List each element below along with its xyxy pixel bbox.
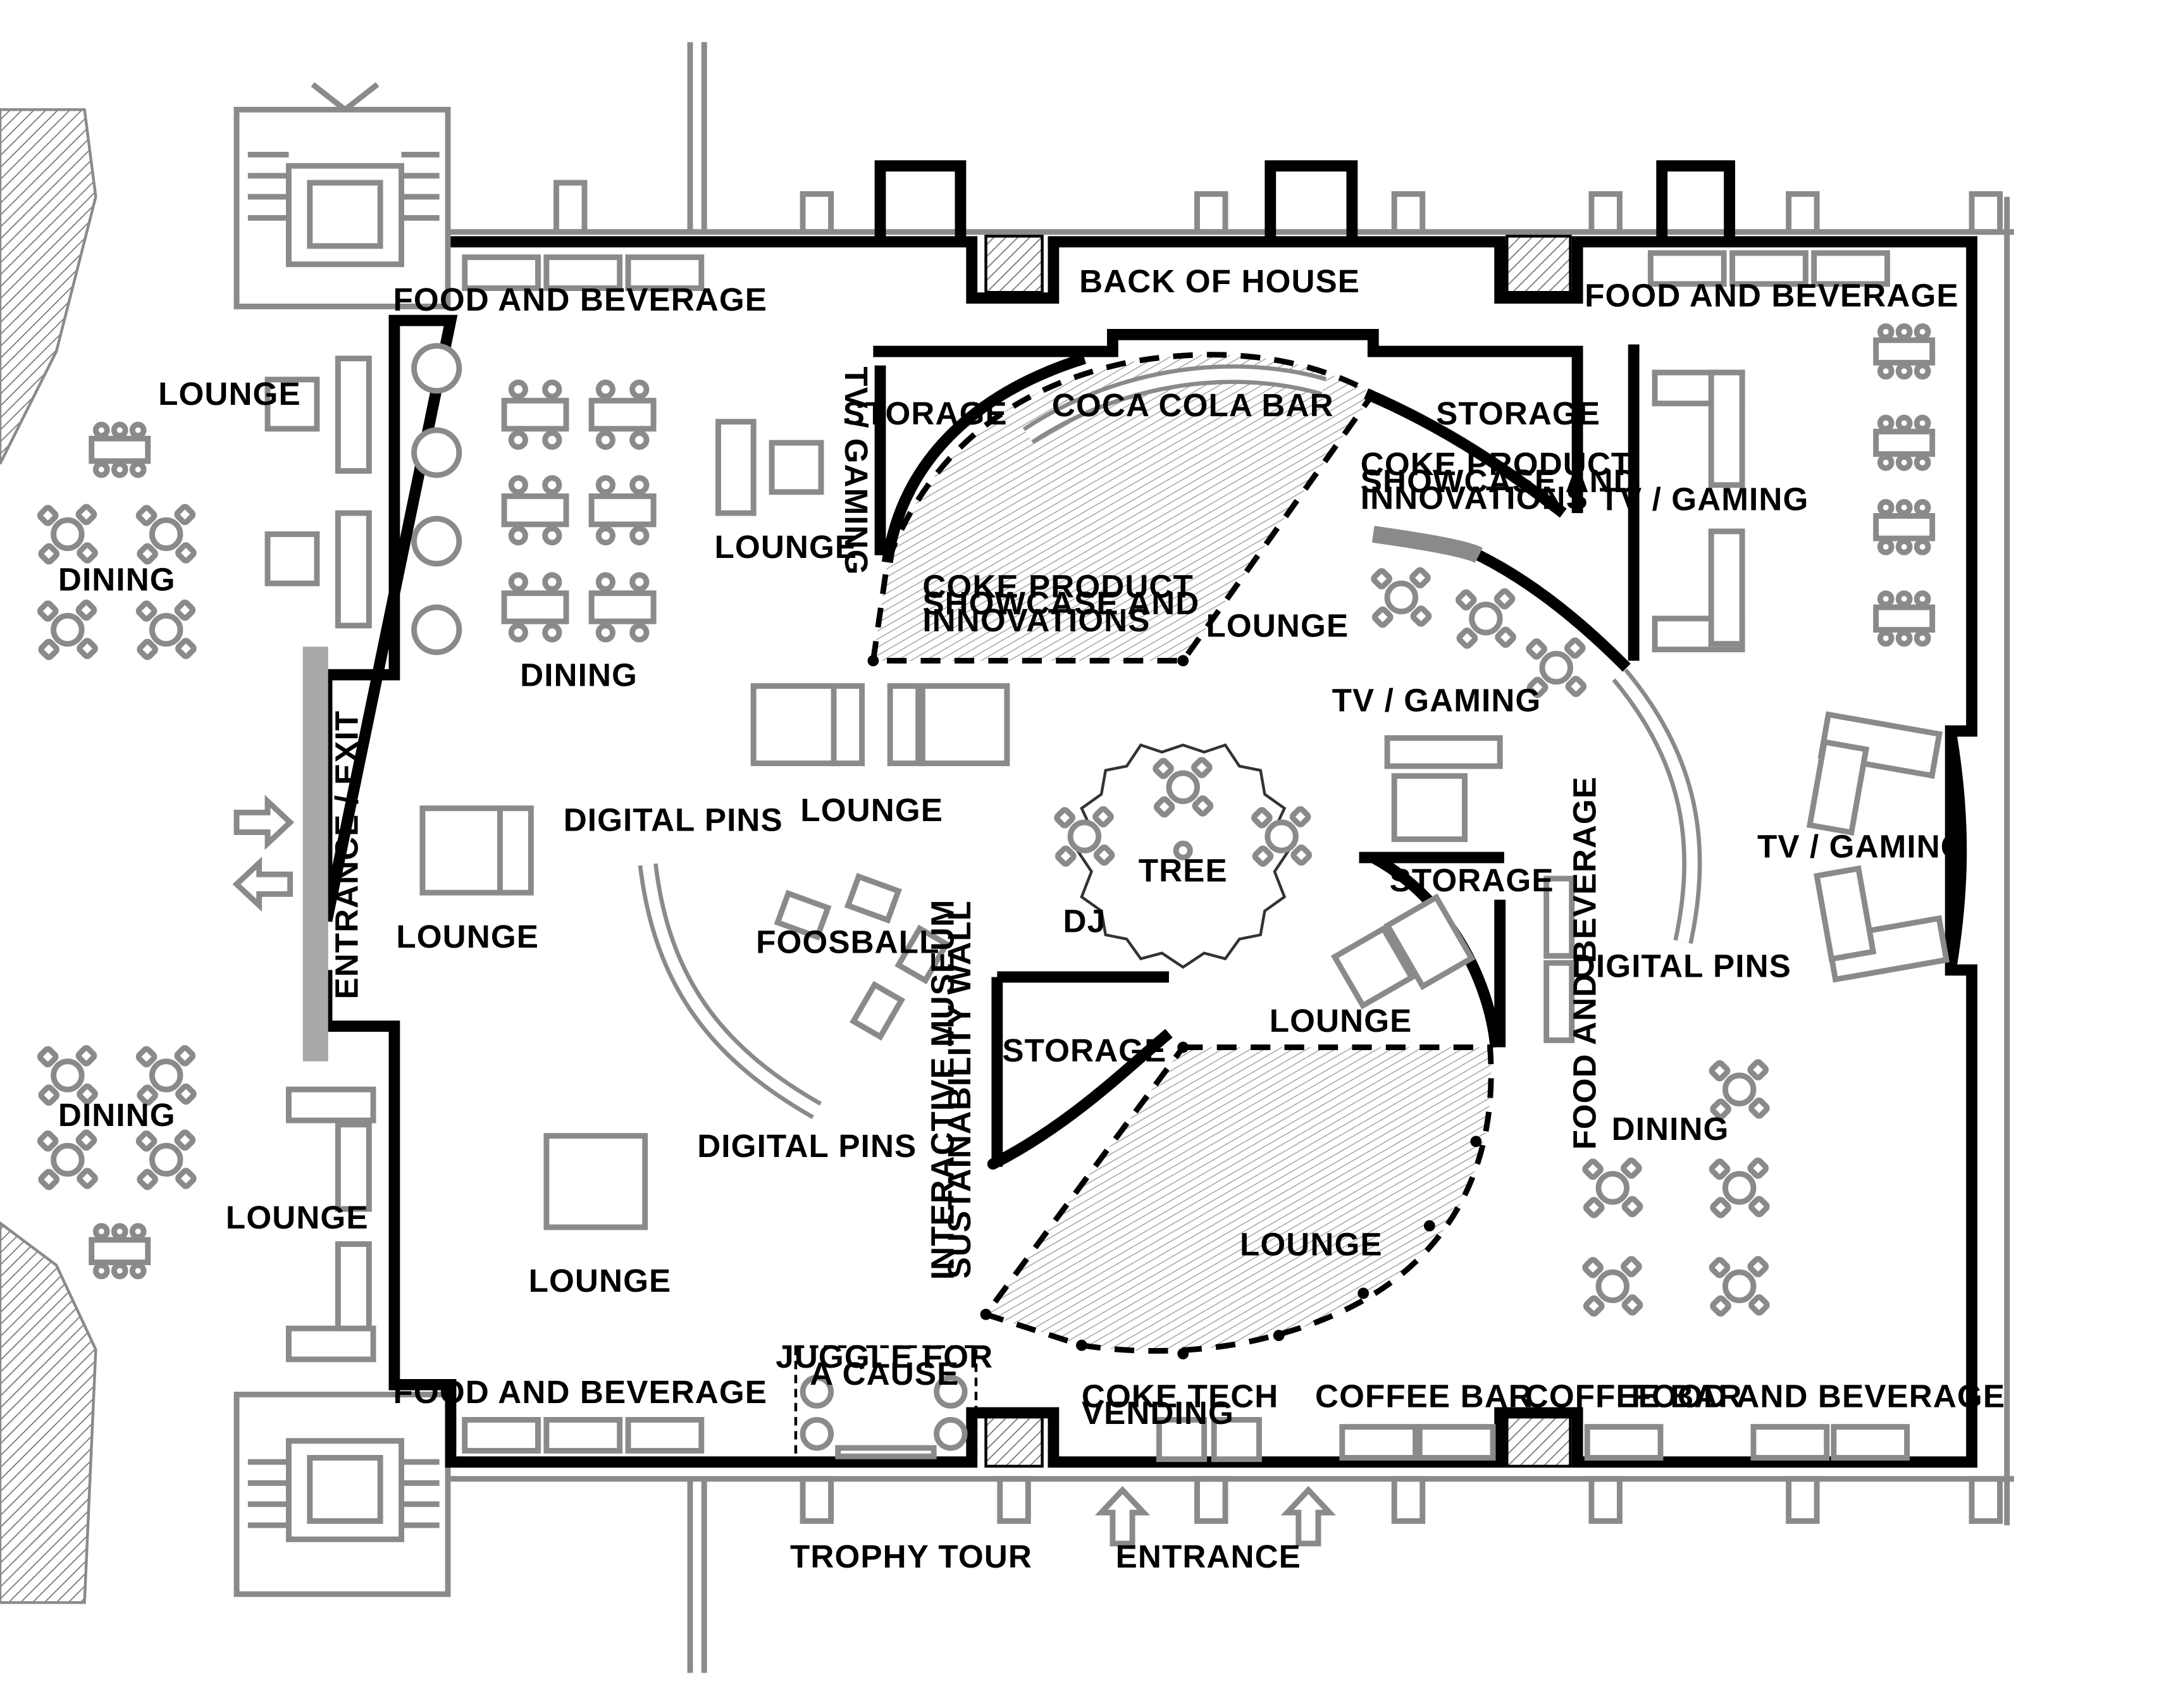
label-storage-lower: STORAGE bbox=[1002, 1032, 1166, 1068]
label-dining-outside-bottom: DINING bbox=[58, 1097, 176, 1133]
adjacent-building-hatch bbox=[0, 108, 97, 1604]
label-digital-pins-right: DIGITAL PINS bbox=[1572, 948, 1791, 984]
label-lounge-center-left: LOUNGE bbox=[800, 792, 943, 828]
label-dining-right: DINING bbox=[1612, 1111, 1729, 1147]
label-coke-showcase-right-3: INNOVATIONS bbox=[1361, 480, 1588, 516]
label-coke-showcase-left-1: COKE PRODUCT bbox=[922, 568, 1194, 604]
label-digital-pins-left-top: DIGITAL PINS bbox=[564, 801, 783, 838]
label-tv-gaming-right: TV / GAMING bbox=[1757, 829, 1967, 865]
label-dining-outside-top: DINING bbox=[58, 561, 176, 597]
label-entrance-exit: ENTRANCE / EXIT bbox=[328, 710, 364, 999]
lounge-bottom-zone bbox=[981, 1044, 1494, 1354]
foosball-tables bbox=[774, 872, 951, 1041]
outside-dining bbox=[39, 424, 195, 1277]
label-juggle-2: A CAUSE bbox=[810, 1356, 959, 1392]
main-walls bbox=[302, 160, 1977, 1468]
dining-left-tables bbox=[504, 382, 653, 640]
label-dining-left: DINING bbox=[520, 657, 638, 693]
coca-cola-bar-zone bbox=[870, 352, 1378, 664]
label-back-of-house: BACK OF HOUSE bbox=[1079, 263, 1360, 299]
label-lounge-bottom-center: LOUNGE bbox=[1240, 1226, 1383, 1262]
label-lounge-left-lower: LOUNGE bbox=[226, 1199, 369, 1235]
label-lounge-outside: LOUNGE bbox=[158, 376, 301, 412]
facade-lines bbox=[450, 42, 2014, 1673]
label-fb-bottom-right: FOOD AND BEVERAGE bbox=[1631, 1378, 2006, 1414]
digital-pins-arcs bbox=[638, 364, 1702, 1120]
lounge-sets bbox=[285, 369, 1745, 1363]
label-tv-gaming-center: TV / GAMING bbox=[1332, 682, 1542, 718]
label-coke-tech-2: VENDING bbox=[1082, 1395, 1234, 1431]
label-digital-pins-left-bottom: DIGITAL PINS bbox=[697, 1128, 917, 1164]
label-lounge-top-mid: LOUNGE bbox=[715, 529, 858, 565]
tree bbox=[1056, 743, 1310, 969]
label-coke-tech-1: COKE TECH bbox=[1082, 1378, 1278, 1414]
label-foosball: FOOSBALL bbox=[756, 924, 939, 960]
label-entrance: ENTRANCE bbox=[1116, 1538, 1301, 1575]
fb-counters bbox=[462, 250, 1910, 1463]
label-lounge-left-bottom: LOUNGE bbox=[529, 1263, 672, 1299]
label-coca-cola-bar: COCA COLA BAR bbox=[1052, 387, 1334, 423]
label-museum-wall-1: INTERACTIVE MUSEUM bbox=[924, 899, 960, 1280]
stair-tower-bottom bbox=[233, 1392, 451, 1597]
juggle-area bbox=[794, 1345, 978, 1461]
zone-nodes bbox=[867, 655, 1482, 1359]
label-juggle-1: JUGGLE FOR bbox=[776, 1339, 993, 1375]
label-storage-top-right: STORAGE bbox=[1436, 395, 1600, 431]
stair-tower-top bbox=[233, 82, 451, 309]
curved-walls bbox=[873, 329, 1967, 1169]
label-coke-showcase-right-1: COKE PRODUCT bbox=[1361, 446, 1632, 482]
label-coke-showcase-left-2: SHOWCASE AND bbox=[922, 585, 1199, 621]
label-storage-center: STORAGE bbox=[1390, 862, 1554, 898]
label-tv-gaming-right-top: TV / GAMING bbox=[1600, 481, 1809, 517]
label-fb-top-left: FOOD AND BEVERAGE bbox=[393, 282, 768, 318]
outside-lounge-top bbox=[264, 343, 462, 655]
room-labels: BACK OF HOUSE FOOD AND BEVERAGE FOOD AND… bbox=[58, 263, 2005, 1575]
label-museum-wall-2: SUSTAINABILITY WALL bbox=[941, 900, 977, 1278]
label-dj: DJ bbox=[1063, 903, 1106, 939]
label-storage-top-left: STORAGE bbox=[843, 395, 1008, 431]
label-fb-right-vertical: FOOD AND BEVERAGE bbox=[1567, 776, 1603, 1149]
label-coffee-bar-1: COFFEE BAR bbox=[1315, 1378, 1533, 1414]
label-tv-gaming-top-left: TV / GAMING bbox=[838, 366, 874, 575]
label-coke-showcase-right-2: SHOWCASE AND bbox=[1361, 463, 1638, 499]
label-coffee-bar-2: COFFEE BAR bbox=[1525, 1378, 1743, 1414]
label-lounge-left-mid: LOUNGE bbox=[396, 919, 539, 955]
label-lounge-center-right: LOUNGE bbox=[1270, 1003, 1413, 1039]
label-coke-showcase-left-3: INNOVATIONS bbox=[922, 602, 1150, 638]
entrance-arrows bbox=[232, 795, 1337, 1547]
label-fb-bottom-left: FOOD AND BEVERAGE bbox=[393, 1374, 768, 1410]
label-tree: TREE bbox=[1139, 852, 1228, 888]
label-trophy-tour: TROPHY TOUR bbox=[790, 1538, 1032, 1575]
tv-gaming-right-sofas bbox=[1806, 711, 1950, 983]
label-lounge-center-top: LOUNGE bbox=[1206, 608, 1349, 644]
label-fb-top-right: FOOD AND BEVERAGE bbox=[1585, 277, 1959, 313]
